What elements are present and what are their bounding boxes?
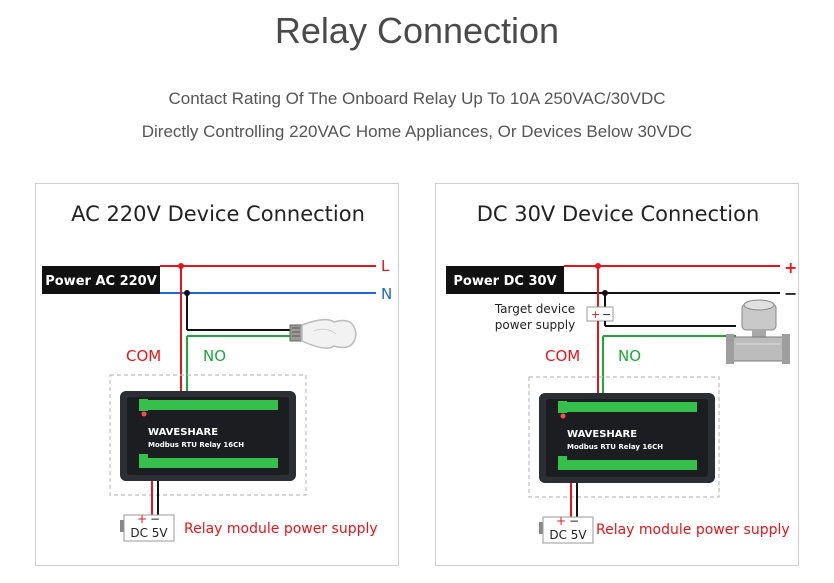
dc-relay-board: WAVESHARE Modbus RTU Relay 16CH bbox=[539, 393, 715, 483]
ac-dc5v-supply: + − DC 5V bbox=[120, 512, 175, 542]
dc-supply-label: DC 5V bbox=[549, 528, 587, 542]
ac-supply-plus: + bbox=[137, 512, 147, 526]
solenoid-valve-icon bbox=[726, 299, 790, 364]
dc-target-minus: − bbox=[602, 308, 611, 321]
dc-com-label: COM bbox=[545, 347, 580, 365]
ac-panel-title: AC 220V Device Connection bbox=[71, 202, 365, 226]
dc-relay-area bbox=[528, 376, 720, 498]
dc-panel-title: DC 30V Device Connection bbox=[477, 202, 760, 226]
dc-supply-caption: Relay module power supply bbox=[596, 522, 790, 538]
appliance-control-text: Directly Controlling 220VAC Home Applian… bbox=[141, 122, 693, 141]
dc-target-plus: + bbox=[591, 308, 600, 321]
ac-no-label: NO bbox=[203, 347, 226, 365]
ac-diagram: AC 220V Device Connection Power AC 220V … bbox=[42, 202, 392, 542]
contact-rating-text: Contact Rating Of The Onboard Relay Up T… bbox=[168, 89, 666, 108]
dc-positive-label: + bbox=[784, 258, 797, 277]
ac-supply-minus: − bbox=[150, 512, 160, 526]
ac-board-model: Modbus RTU Relay 16CH bbox=[148, 441, 244, 449]
page-title: Relay Connection bbox=[274, 10, 560, 51]
ac-supply-caption: Relay module power supply bbox=[184, 521, 378, 537]
dc-target-supply: + − bbox=[586, 306, 614, 322]
ac-power-box bbox=[42, 266, 160, 294]
ac-supply-label: DC 5V bbox=[130, 526, 168, 540]
dc-board-brand: WAVESHARE bbox=[567, 429, 637, 440]
dc-target-label-1: Target device bbox=[494, 302, 575, 316]
dc-negative-label: − bbox=[784, 284, 797, 303]
ac-live-label: L bbox=[381, 257, 390, 275]
dc-diagram: DC 30V Device Connection Power DC 30V + … bbox=[446, 202, 797, 544]
dc-supply-minus: − bbox=[569, 514, 579, 528]
dc-no-label: NO bbox=[618, 347, 641, 365]
dc-target-label-2: power supply bbox=[495, 318, 575, 332]
dc-board-model: Modbus RTU Relay 16CH bbox=[567, 443, 663, 451]
dc-power-label: Power DC 30V bbox=[453, 274, 556, 289]
ac-connection-panel: AC 220V Device Connection Power AC 220V … bbox=[35, 183, 399, 566]
ac-com-label: COM bbox=[126, 347, 161, 365]
light-bulb-icon bbox=[289, 318, 357, 349]
ac-power-label: Power AC 220V bbox=[45, 274, 157, 289]
dc-supply-plus: + bbox=[556, 514, 566, 528]
dc-dc5v-supply: + − DC 5V bbox=[539, 514, 594, 544]
ac-com-junction bbox=[178, 263, 184, 269]
ac-neutral-label: N bbox=[381, 285, 392, 303]
dc-power-box bbox=[446, 266, 564, 294]
dc-connection-panel: DC 30V Device Connection Power DC 30V + … bbox=[435, 183, 799, 566]
ac-neutral-junction bbox=[184, 290, 190, 296]
ac-relay-board: WAVESHARE Modbus RTU Relay 16CH bbox=[120, 391, 296, 481]
ac-board-brand: WAVESHARE bbox=[148, 427, 218, 438]
ac-relay-area bbox=[109, 374, 307, 496]
